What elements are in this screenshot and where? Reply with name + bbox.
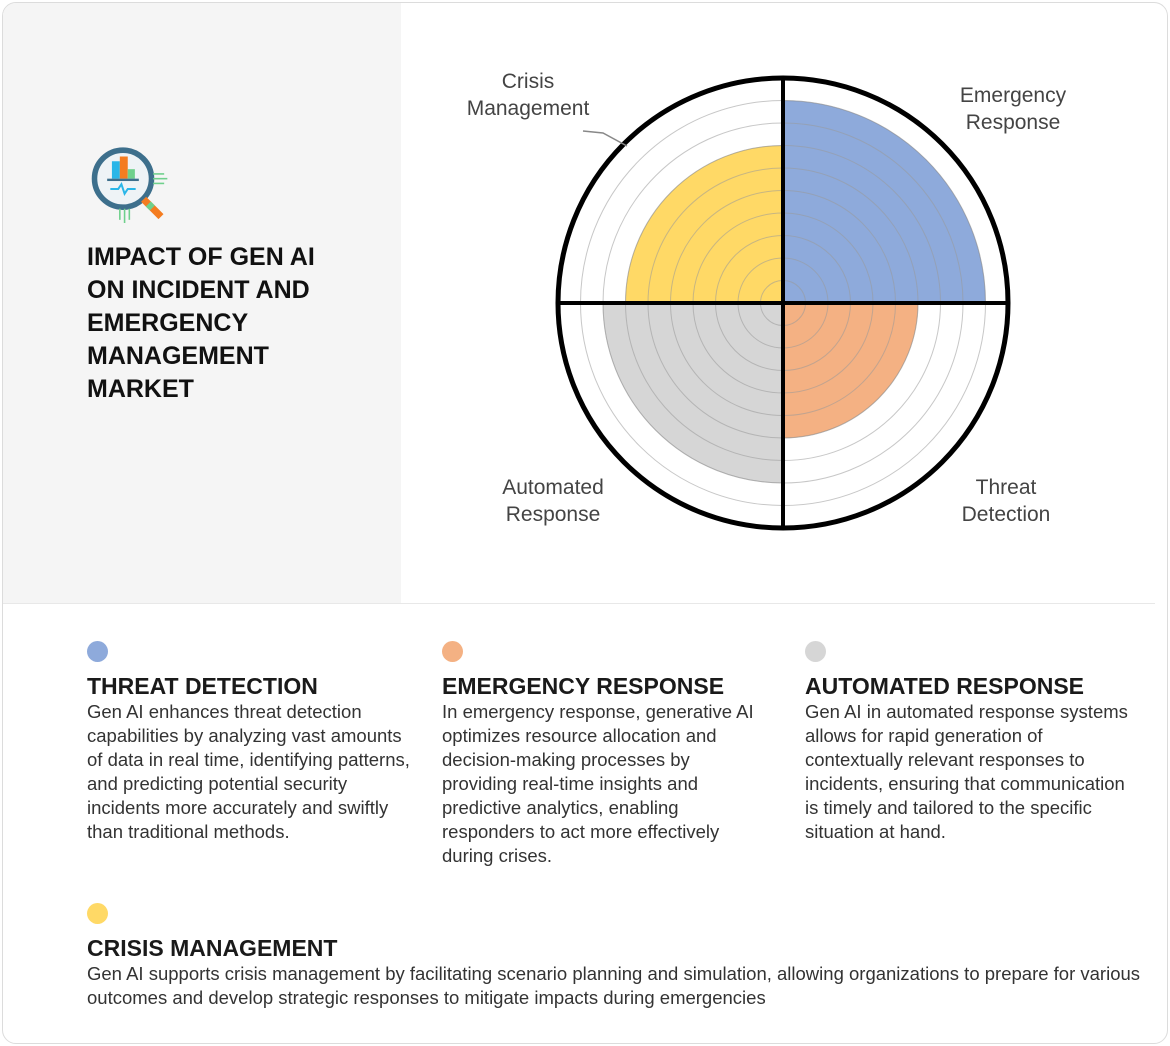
card-text: Gen AI enhances threat detection capabil…: [87, 701, 410, 842]
label-line: Crisis: [501, 70, 555, 93]
label-line: Emergency: [959, 84, 1067, 107]
leader-line: [582, 130, 628, 147]
card-text: Gen AI supports crisis management by fac…: [87, 963, 1141, 1008]
card-heading: AUTOMATED RESPONSE: [805, 673, 1085, 699]
card-automated-response: AUTOMATED RESPONSE Gen AI in automated r…: [805, 641, 1135, 844]
divider: [3, 603, 1155, 604]
card-threat-detection: THREAT DETECTION Gen AI enhances threat …: [87, 641, 412, 844]
legend-dot: [87, 641, 108, 662]
segment-automated-response: [602, 302, 784, 484]
magnifier-chart-icon: [91, 147, 168, 223]
card-text: In emergency response, generative AI opt…: [442, 701, 754, 866]
segment-threat-detection: [782, 302, 919, 439]
label-line: Management: [466, 97, 590, 120]
legend-dot: [805, 641, 826, 662]
legend-dot: [87, 903, 108, 924]
segment-crisis-management: [624, 144, 784, 304]
label-line: Detection: [961, 503, 1051, 526]
card-heading: EMERGENCY RESPONSE: [442, 673, 725, 699]
card-text: Gen AI in automated response systems all…: [805, 701, 1128, 842]
label-line: Response: [965, 111, 1061, 134]
label-line: Response: [505, 503, 601, 526]
polar-area-chart: [555, 75, 1011, 531]
legend-dot: [442, 641, 463, 662]
card-heading: CRISIS MANAGEMENT: [87, 935, 338, 961]
title-panel: [3, 3, 401, 603]
card-heading: THREAT DETECTION: [87, 673, 318, 699]
page-title: IMPACT OF GEN AI ON INCIDENT AND EMERGEN…: [87, 243, 315, 403]
label-line: Threat: [975, 476, 1037, 499]
label-line: Automated: [502, 476, 604, 499]
card-emergency-response: EMERGENCY RESPONSE In emergency response…: [442, 641, 767, 868]
card-crisis-management: CRISIS MANAGEMENT Gen AI supports crisis…: [87, 903, 1157, 1010]
